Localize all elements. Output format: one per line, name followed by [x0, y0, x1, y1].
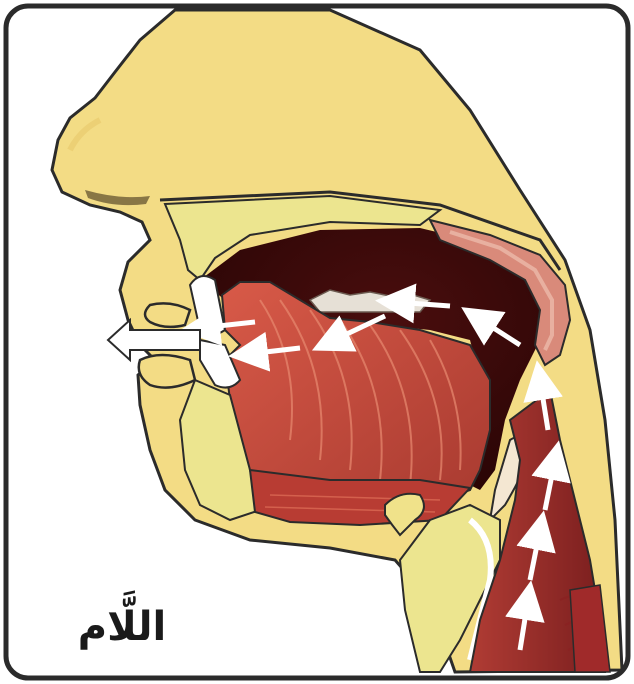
phoneme-caption: اللَّام	[62, 604, 182, 650]
upper-lip	[145, 303, 190, 327]
lower-lip	[139, 355, 195, 388]
